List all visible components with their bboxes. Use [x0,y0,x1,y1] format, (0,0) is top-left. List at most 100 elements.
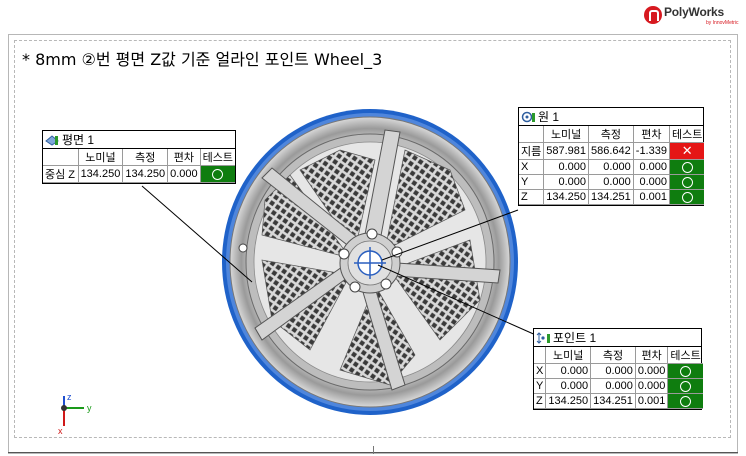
col-header-nominal: 노미널 [545,347,592,364]
measured-value: 134.251 [588,189,634,205]
z-axis-label: z [67,392,72,402]
test-pass-cell [667,363,703,379]
col-header-label [519,126,545,143]
nominal-value: 0.000 [543,174,590,190]
plane-1-callout[interactable]: 평면 1 노미널 측정 편차 테스트 중심 Z 134.250 134.250 … [42,130,236,184]
callout-header: 평면 1 [43,131,235,149]
lug-hole-2 [391,246,403,258]
row-label: Z [519,189,545,205]
polyworks-logo-icon [644,6,662,24]
point-1-callout[interactable]: 포인트 1 노미널 측정 편차 테스트 X 0.000 0.000 0.000 … [533,328,703,410]
col-header-measured: 측정 [588,126,634,143]
polyworks-logo: PolyWorks by InnovMetric [644,4,740,28]
measured-value: 0.000 [590,378,636,394]
deviation-value: -1.339 [632,142,670,160]
pass-circle-icon [680,380,692,392]
col-header-measured: 측정 [122,149,169,166]
circle-1-callout[interactable]: 원 1 노미널 측정 편차 테스트 지름 587.981 586.642 -1.… [518,107,705,206]
row-label: X [519,159,545,175]
y-axis-label: y [87,403,92,413]
col-header-test: 테스트 [199,149,235,166]
x-axis-label: x [58,426,63,436]
measured-value: 0.000 [588,174,634,190]
circle-1-table: 노미널 측정 편차 테스트 지름 587.981 586.642 -1.339 … [519,126,705,205]
viewport-border [14,40,731,438]
col-header-deviation: 편차 [632,126,670,143]
table-row: 지름 587.981 586.642 -1.339 ✕ [519,142,705,160]
table-row: Z 134.250 134.251 0.001 [534,393,703,409]
test-fail-cell: ✕ [668,142,705,160]
callout-title: 포인트 1 [553,331,597,345]
axis-origin [61,405,67,411]
axis-triad: z y x [58,392,92,436]
deviation-value: 0.000 [167,165,201,183]
col-header-test: 테스트 [667,347,703,364]
row-label: Z [534,393,547,409]
row-label: Y [519,174,545,190]
test-pass-cell [667,393,703,409]
table-row: X 0.000 0.000 0.000 [519,159,705,175]
row-label: X [534,363,547,379]
nominal-value: 0.000 [545,363,592,379]
callout-title: 평면 1 [62,133,95,147]
test-pass-cell [199,165,235,183]
plane-1-table: 노미널 측정 편차 테스트 중심 Z 134.250 134.250 0.000 [43,149,235,183]
table-row: X 0.000 0.000 0.000 [534,363,703,379]
lug-hole-3 [380,278,392,290]
plane-leader-line [141,185,253,283]
bottom-tick [373,446,374,454]
point-feature-icon [536,331,550,344]
test-pass-cell [668,189,705,205]
pass-circle-icon [680,365,692,377]
valve-stem [238,243,248,253]
nominal-value: 0.000 [545,378,592,394]
deviation-value: 0.000 [632,174,670,190]
deviation-value: 0.000 [634,378,669,394]
nominal-value: 134.250 [77,165,124,183]
lug-hole-5 [338,248,350,260]
nominal-value: 0.000 [543,159,590,175]
deviation-value: 0.000 [632,159,670,175]
col-header-test: 테스트 [668,126,705,143]
logo-brand: PolyWorks [664,5,724,19]
nominal-value: 587.981 [543,142,590,160]
col-header-nominal: 노미널 [77,149,124,166]
mesh-panel-2 [384,149,466,251]
test-pass-cell [668,159,705,175]
plane-feature-icon [45,134,59,146]
deviation-value: 0.001 [634,393,669,409]
nominal-value: 134.250 [543,189,590,205]
table-row: Y 0.000 0.000 0.000 [534,378,703,394]
col-header-nominal: 노미널 [543,126,590,143]
col-header-deviation: 편차 [634,347,669,364]
col-header-measured: 측정 [590,347,636,364]
row-label: 중심 Z [43,165,79,183]
deviation-value: 0.001 [632,189,670,205]
lug-hole-4 [349,281,361,293]
callout-header: 원 1 [519,108,703,126]
page-title: * 8mm ②번 평면 Z값 기준 얼라인 포인트 Wheel_3 [22,50,383,69]
point-1-table: 노미널 측정 편차 테스트 X 0.000 0.000 0.000 Y 0.00… [534,347,703,409]
callout-title: 원 1 [538,110,560,124]
table-row: Z 134.250 134.251 0.001 [519,189,705,205]
measured-value: 0.000 [590,363,636,379]
pass-circle-icon [681,161,693,173]
pass-circle-icon [681,191,693,203]
pass-circle-icon [681,176,693,188]
col-header-deviation: 편차 [167,149,201,166]
col-header-label [43,149,79,166]
deviation-value: 0.000 [634,363,669,379]
table-row: 중심 Z 134.250 134.250 0.000 [43,165,235,183]
wheel-spokes [254,129,501,391]
table-row: Y 0.000 0.000 0.000 [519,174,705,190]
measured-value: 586.642 [588,142,634,160]
measured-value: 134.251 [590,393,636,409]
measured-value: 134.250 [122,165,169,183]
lug-hole-1 [366,228,378,240]
fail-cross-icon: ✕ [681,142,693,158]
test-pass-cell [668,174,705,190]
circle-feature-icon [521,111,535,123]
measured-value: 0.000 [588,159,634,175]
point-leader-line [377,264,539,337]
